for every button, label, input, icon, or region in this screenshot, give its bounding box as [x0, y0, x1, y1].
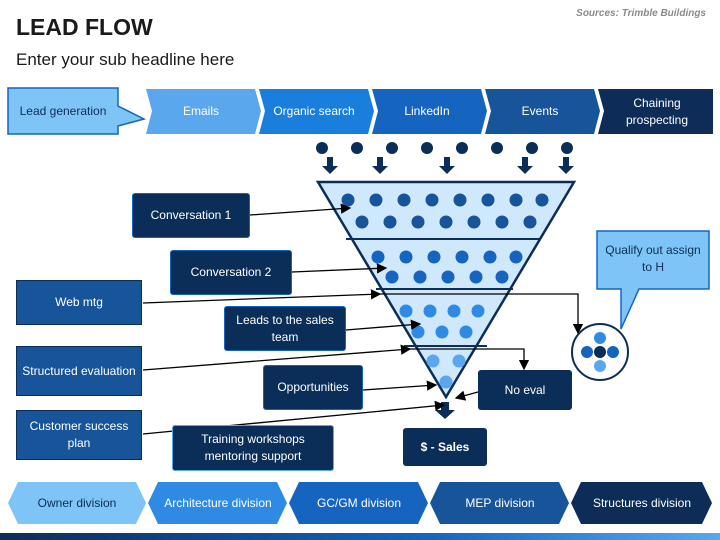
- down-arrow-icon: [372, 157, 388, 174]
- division-mep-shape: [430, 482, 569, 524]
- stage-conversation-1: Conversation 1: [132, 193, 250, 238]
- channel-linkedin-shape: [372, 89, 487, 134]
- lead-dot: [316, 142, 328, 154]
- input-structured-evaluation: Structured evaluation: [16, 346, 142, 396]
- input-web-mtg: Web mtg: [16, 280, 142, 325]
- source-note: Sources: Trimble Buildings: [576, 8, 706, 19]
- qualify-out-dots: [581, 332, 619, 372]
- lead-dot: [456, 142, 468, 154]
- down-arrow-icon: [558, 157, 574, 174]
- channel-chaining-prospecting: Chaining prospecting: [625, 95, 689, 127]
- channel-organic-search: Organic search: [273, 104, 355, 118]
- channel-emails: Emails: [182, 104, 219, 118]
- down-arrow-icon: [439, 157, 455, 174]
- division-structures-shape: [571, 482, 712, 524]
- stage-leads-to-sales: Leads to the sales team: [224, 306, 346, 351]
- connector-line: [345, 319, 422, 331]
- connector-line: [380, 293, 584, 335]
- channel-organic-shape: [259, 89, 374, 134]
- division-owner: Owner division: [37, 495, 117, 510]
- connector-line: [249, 203, 352, 216]
- connector-line: [362, 380, 438, 391]
- stage-training-workshops: Training workshops mentoring support: [172, 425, 334, 471]
- page-subtitle: Enter your sub headline here: [16, 50, 235, 69]
- lead-dot: [561, 142, 573, 154]
- connector-line: [291, 263, 388, 274]
- stage-conversation-2: Conversation 2: [170, 250, 292, 295]
- division-gcgm-shape: [289, 482, 428, 524]
- lead-dot: [386, 142, 398, 154]
- lead-dot: [351, 142, 363, 154]
- connector-line: [454, 390, 479, 401]
- connector-line: [410, 348, 530, 371]
- footer-bar: [0, 533, 720, 540]
- lead-dot: [491, 142, 503, 154]
- qualify-callout-shape: [596, 230, 710, 330]
- division-architecture-shape: [148, 482, 287, 524]
- channel-linkedin: LinkedIn: [404, 104, 450, 118]
- channel-emails-shape: [146, 89, 261, 134]
- channel-events: Events: [521, 104, 559, 118]
- stage-opportunities: Opportunities: [263, 365, 363, 410]
- funnel-dots: [341, 193, 549, 389]
- lead-generation-label: Lead generation: [19, 103, 107, 118]
- down-arrow-icon: [322, 157, 338, 174]
- page-title: LEAD FLOW: [16, 14, 153, 40]
- channel-events-shape: [485, 89, 600, 134]
- output-sales: $ - Sales: [403, 428, 487, 466]
- connector-line: [142, 289, 382, 304]
- input-customer-success-plan: Customer success plan: [16, 410, 142, 460]
- division-owner-shape: [8, 482, 146, 524]
- division-mep: MEP division: [465, 495, 535, 510]
- qualify-out-label: Qualify out assign to H: [605, 243, 701, 274]
- connector-line: [142, 344, 412, 371]
- output-no-eval: No eval: [478, 370, 572, 410]
- division-structures: Structures division: [592, 495, 692, 510]
- division-architecture: Architecture division: [164, 495, 272, 510]
- lead-generation-callout-shape: [7, 87, 147, 135]
- down-arrow-icon: [435, 402, 455, 419]
- down-arrow-icon: [517, 157, 533, 174]
- division-gc-gm: GC/GM division: [316, 495, 402, 510]
- lead-dot: [421, 142, 433, 154]
- incoming-leads: [316, 142, 574, 174]
- lead-dot: [526, 142, 538, 154]
- channel-chaining-shape: [598, 89, 713, 134]
